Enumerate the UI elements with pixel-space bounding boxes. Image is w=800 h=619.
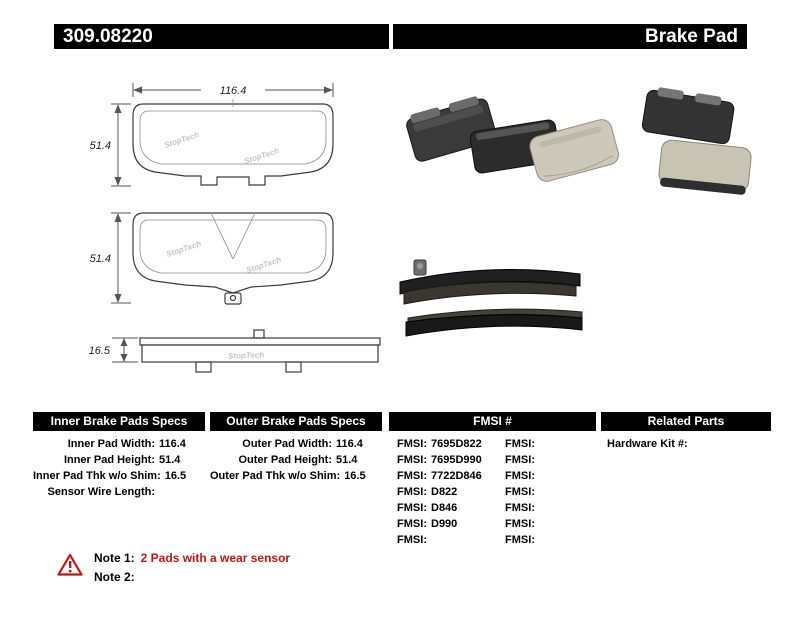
front-friction-outline: [139, 110, 327, 165]
spec-row: Outer Pad Thk w/o Shim:16.5: [210, 470, 366, 482]
fmsi-right-column: FMSI: FMSI: FMSI: FMSI: FMSI: FMSI: FMSI…: [497, 436, 592, 548]
fmsi-left-column: FMSI:7695D822 FMSI:7695D990 FMSI:7722D84…: [389, 436, 497, 548]
fmsi-row: FMSI:: [505, 438, 535, 450]
note-1: Note 1: 2 Pads with a wear sensor: [94, 549, 290, 568]
inner-friction-outline: [139, 219, 327, 274]
fmsi-row: FMSI:: [505, 518, 535, 530]
fmsi-row: FMSI:D822: [397, 486, 458, 498]
watermark-text: StopTech: [165, 239, 202, 259]
side-profile-outline: [139, 329, 381, 373]
fmsi-header: FMSI #: [389, 412, 596, 431]
drawing-side-view: 16.5 StopTech: [89, 329, 381, 373]
inner-height-dimension: [111, 212, 131, 304]
arrowhead-icon: [120, 338, 128, 346]
fmsi-row: FMSI:: [397, 534, 427, 546]
related-parts-row: Hardware Kit #:: [607, 438, 688, 450]
note-2-label: Note 2:: [94, 570, 135, 584]
part-number-header: 309.08220: [54, 24, 389, 49]
drawing-front-view: 116.4 51.4 StopTech StopTech: [90, 83, 334, 187]
arrowhead-icon: [120, 354, 128, 362]
outer-specs-header: Outer Brake Pads Specs: [210, 412, 382, 431]
spec-row: Inner Pad Width:116.4: [67, 438, 186, 450]
inner-specs-header: Inner Brake Pads Specs: [33, 412, 205, 431]
fmsi-row: FMSI:7695D822: [397, 438, 482, 450]
chamfer-line: [232, 212, 256, 260]
fmsi-row: FMSI:: [505, 534, 535, 546]
note-2-text: [135, 570, 141, 584]
front-height-dimension: [111, 103, 131, 187]
photo-pad-edges: [399, 259, 583, 337]
notes-text-block: Note 1: 2 Pads with a wear sensor Note 2:: [94, 549, 290, 587]
product-type-header: Brake Pad: [393, 24, 747, 49]
inner-pad-outline: [132, 212, 334, 294]
fmsi-row: FMSI:: [505, 454, 535, 466]
dim-front-width: 116.4: [220, 85, 247, 97]
spec-row: Sensor Wire Length:: [47, 486, 155, 498]
inner-specs-table: Inner Brake Pads Specs Inner Pad Width:1…: [33, 412, 205, 500]
outer-specs-table: Outer Brake Pads Specs Outer Pad Width:1…: [210, 412, 382, 484]
arrowhead-icon: [114, 294, 122, 303]
spec-row: Inner Pad Thk w/o Shim:16.5: [33, 470, 187, 482]
spec-row: Outer Pad Height:51.4: [238, 454, 358, 466]
dim-side-thickness: 16.5: [89, 345, 111, 357]
wear-sensor-clip: [413, 259, 427, 276]
fmsi-row: FMSI:: [505, 486, 535, 498]
watermark-text: StopTech: [163, 130, 200, 150]
arrowhead-icon: [114, 177, 122, 186]
related-parts-table: Related Parts Hardware Kit #:: [601, 412, 771, 452]
fmsi-row: FMSI:: [505, 502, 535, 514]
fmsi-table: FMSI # FMSI:7695D822 FMSI:7695D990 FMSI:…: [389, 412, 596, 548]
warning-triangle-icon: [57, 553, 83, 576]
dim-front-height: 51.4: [90, 140, 111, 152]
fmsi-row: FMSI:D990: [397, 518, 458, 530]
arrowhead-icon: [324, 86, 333, 94]
arrowhead-icon: [114, 213, 122, 222]
notes-section: Note 1: 2 Pads with a wear sensor Note 2:: [57, 549, 290, 587]
chamfer-line: [210, 212, 234, 260]
arrowhead-icon: [114, 104, 122, 113]
photo-pad-edge-2: [405, 308, 583, 337]
front-pad-outline: [132, 103, 334, 186]
watermark-text: StopTech: [228, 350, 265, 360]
note-2: Note 2:: [94, 568, 290, 587]
photo-pad-friction-1: [529, 119, 619, 182]
fmsi-row: FMSI:7695D990: [397, 454, 482, 466]
arrowhead-icon: [133, 86, 142, 94]
photo-pad-backing-3: [641, 87, 735, 145]
watermark-text: StopTech: [245, 255, 282, 275]
dim-inner-height: 51.4: [90, 253, 111, 265]
related-parts-header: Related Parts: [601, 412, 771, 431]
photo-pad-set: [406, 87, 752, 195]
watermark-text: StopTech: [243, 146, 280, 166]
note-1-text: 2 Pads with a wear sensor: [140, 551, 291, 565]
spec-row: Outer Pad Width:116.4: [242, 438, 363, 450]
photo-pad-friction-2: [658, 139, 752, 195]
fmsi-row: FMSI:: [505, 470, 535, 482]
fmsi-row: FMSI:D846: [397, 502, 458, 514]
sensor-clip-drawing: [224, 292, 242, 305]
drawing-inner-view: 51.4 StopTech StopTech: [90, 212, 334, 305]
fmsi-row: FMSI:7722D846: [397, 470, 482, 482]
spec-row: Inner Pad Height:51.4: [63, 454, 181, 466]
photo-pad-edge-1: [399, 269, 581, 305]
note-1-label: Note 1:: [94, 551, 135, 565]
front-width-dimension: [132, 83, 334, 97]
